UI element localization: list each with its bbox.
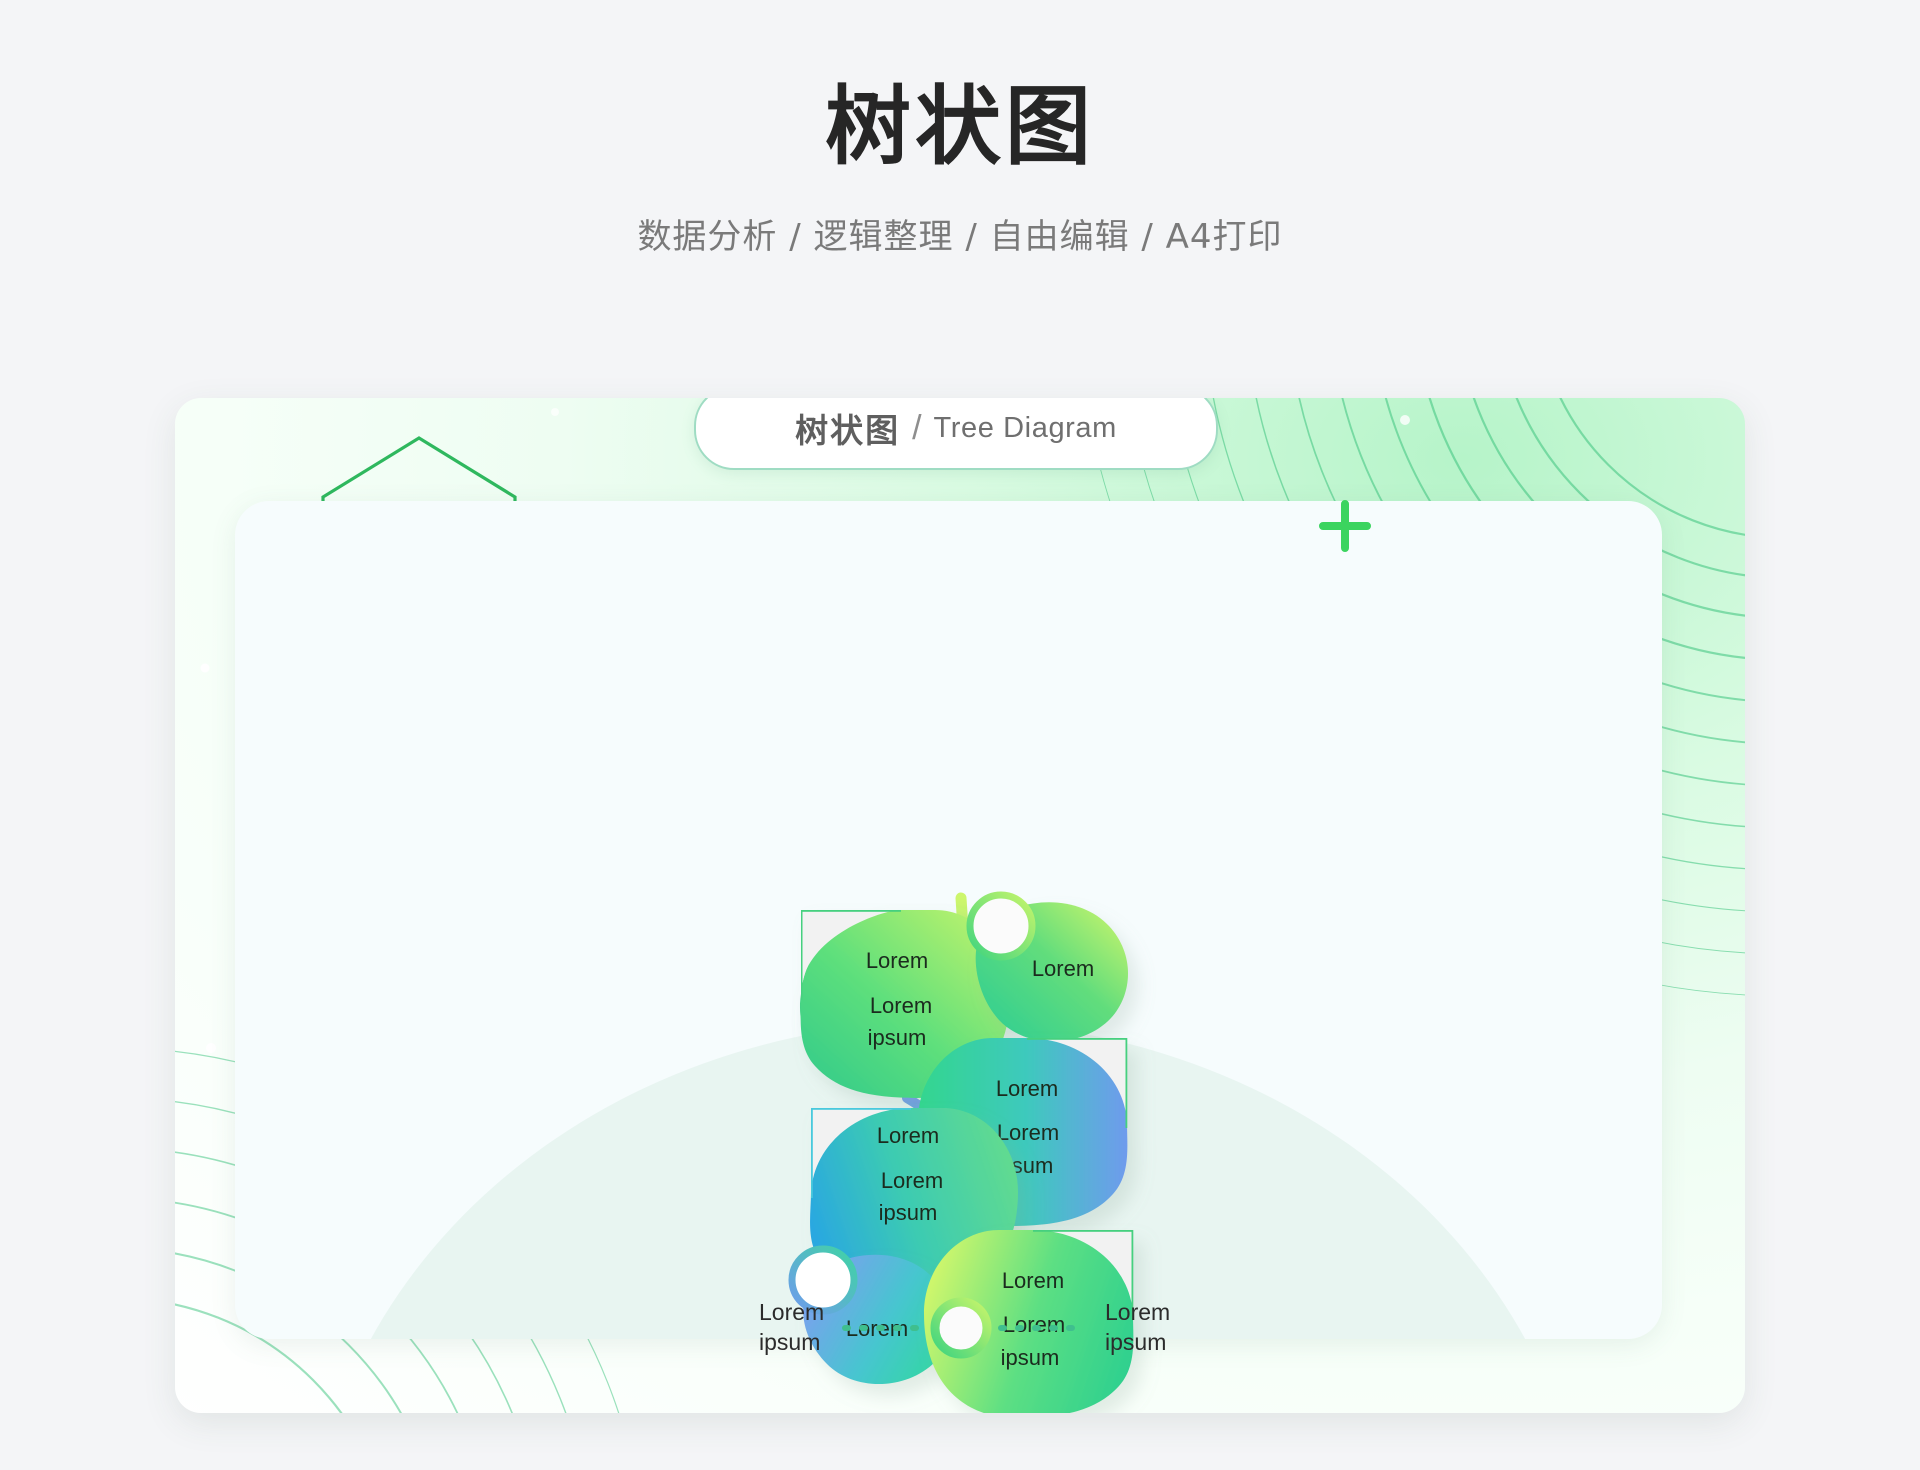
leaf-bottom-right-line2: Lorem bbox=[1003, 1312, 1065, 1337]
tree-diagram[interactable]: Lorem Lorem ipsum Lorem Lorem bbox=[175, 398, 1745, 1413]
root-circle bbox=[930, 1297, 992, 1359]
leaf-node-bottom-left[interactable]: Lorem bbox=[788, 1245, 951, 1385]
banner-separator: / bbox=[912, 408, 922, 447]
leaf-top-left-line3: ipsum bbox=[868, 1025, 927, 1050]
leaf-bottom-right-line1: Lorem bbox=[1002, 1268, 1064, 1293]
page-header: 树状图 数据分析 / 逻辑整理 / 自由编辑 / A4打印 bbox=[0, 0, 1920, 258]
leaf-top-right-line1: Lorem bbox=[1032, 956, 1094, 981]
banner-title: 树状图 / Tree Diagram bbox=[694, 398, 1218, 470]
root-label-left-line1: Lorem bbox=[759, 1299, 824, 1325]
root-label-left-line2: ipsum bbox=[759, 1329, 820, 1355]
banner-title-cn: 树状图 bbox=[795, 411, 901, 450]
leaf-top-left-line2: Lorem bbox=[870, 993, 932, 1018]
plus-accent-large-icon bbox=[1319, 500, 1371, 552]
page-title: 树状图 bbox=[825, 77, 1095, 177]
leaf-mid-left-line3: ipsum bbox=[879, 1200, 938, 1225]
root-label-right-line1: Lorem bbox=[1105, 1299, 1170, 1325]
leaf-top-left-line1: Lorem bbox=[866, 948, 928, 973]
root-label-right-line2: ipsum bbox=[1105, 1329, 1166, 1355]
node-circle-top-right bbox=[966, 891, 1036, 961]
leaf-mid-left-line1: Lorem bbox=[877, 1123, 939, 1148]
node-circle-bottom-left bbox=[788, 1245, 858, 1315]
leaf-mid-right-line1: Lorem bbox=[996, 1076, 1058, 1101]
leaf-node-bottom-right[interactable]: Lorem Lorem ipsum bbox=[924, 1230, 1134, 1413]
banner-title-en: Tree Diagram bbox=[933, 411, 1117, 444]
leaf-node-top-right[interactable]: Lorem bbox=[966, 891, 1128, 1042]
page-subtitle: 数据分析 / 逻辑整理 / 自由编辑 / A4打印 bbox=[637, 216, 1283, 257]
tree-root-node[interactable]: Lorem ipsum Lorem ipsum bbox=[759, 1297, 1170, 1359]
poster-card[interactable]: 树状图 / Tree Diagram bbox=[175, 398, 1745, 1413]
leaf-mid-right-line2: Lorem bbox=[997, 1120, 1059, 1145]
leaf-mid-left-line2: Lorem bbox=[881, 1168, 943, 1193]
leaf-bottom-right-line3: ipsum bbox=[1001, 1345, 1060, 1370]
